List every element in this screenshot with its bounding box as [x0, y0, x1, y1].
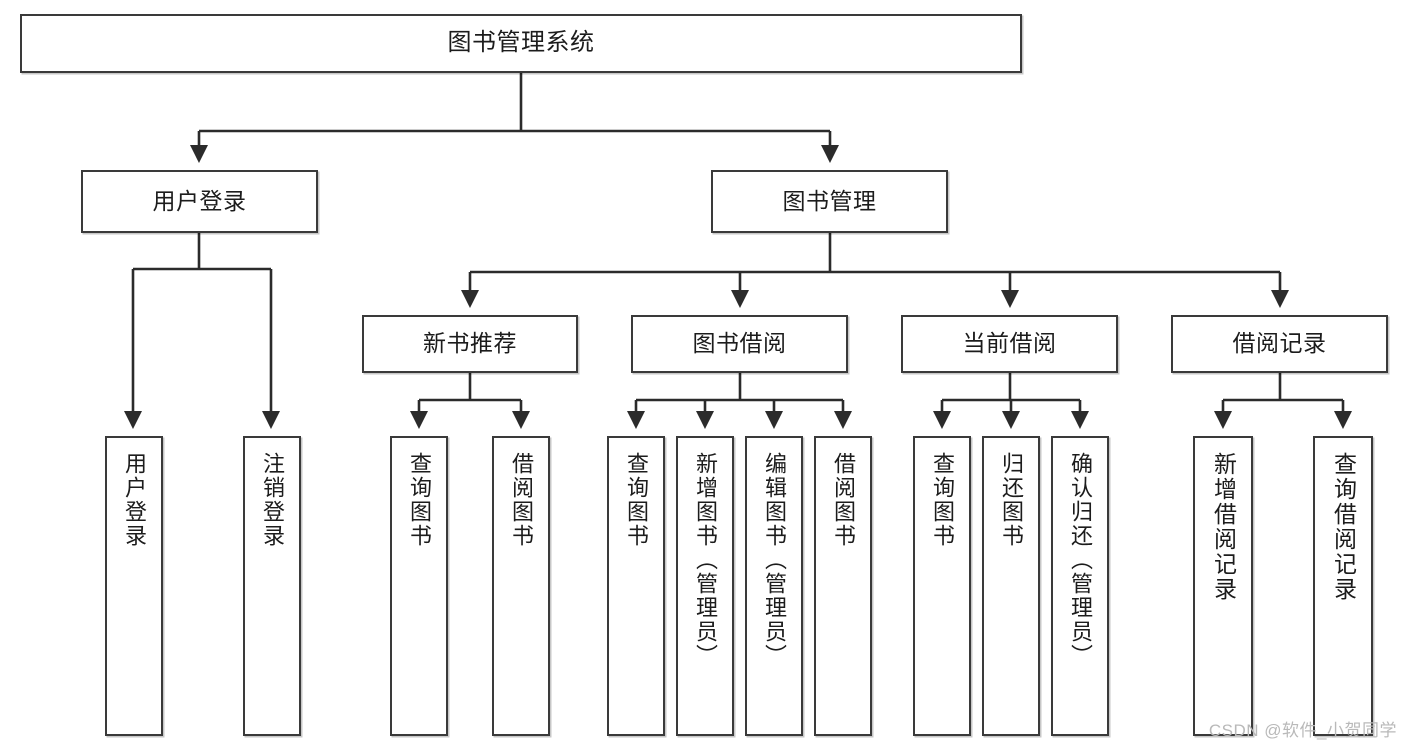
leaf-edit-book[interactable]: 编辑图书（管理员）: [745, 436, 803, 736]
leaf-add-book[interactable]: 新增图书（管理员）: [676, 436, 734, 736]
node-book-borrow[interactable]: 图书借阅: [631, 315, 848, 373]
leaf-borrow-book-2-label: 借阅图书: [831, 452, 856, 548]
node-root-system-label: 图书管理系统: [447, 29, 595, 57]
leaf-query-book-1[interactable]: 查询图书: [390, 436, 448, 736]
leaf-confirm-return-label: 确认归还（管理员）: [1068, 452, 1093, 668]
node-book-borrow-label: 图书借阅: [692, 330, 787, 357]
leaf-borrow-book-2[interactable]: 借阅图书: [814, 436, 872, 736]
node-user-login-label: 用户登录: [152, 187, 247, 214]
leaf-edit-book-label: 编辑图书（管理员）: [762, 452, 787, 668]
leaf-query-book-2-label: 查询图书: [624, 452, 649, 548]
leaf-query-book-1-label: 查询图书: [407, 452, 432, 548]
node-book-manage[interactable]: 图书管理: [711, 170, 948, 233]
leaf-return-book-label: 归还图书: [999, 452, 1024, 548]
leaf-confirm-return[interactable]: 确认归还（管理员）: [1051, 436, 1109, 736]
node-new-book-recommend[interactable]: 新书推荐: [362, 315, 578, 373]
csdn-watermark: CSDN @软件_小贺同学: [1208, 721, 1397, 740]
leaf-logout-login-label: 注销登录: [260, 452, 285, 548]
node-user-login[interactable]: 用户登录: [81, 170, 318, 233]
leaf-query-book-2[interactable]: 查询图书: [607, 436, 665, 736]
node-book-manage-label: 图书管理: [782, 187, 877, 214]
leaf-return-book[interactable]: 归还图书: [982, 436, 1040, 736]
leaf-query-book-3-label: 查询图书: [930, 452, 955, 548]
leaf-add-book-label: 新增图书（管理员）: [693, 452, 718, 668]
leaf-logout-login[interactable]: 注销登录: [243, 436, 301, 736]
node-current-borrow-label: 当前借阅: [962, 330, 1057, 357]
leaf-borrow-book-1[interactable]: 借阅图书: [492, 436, 550, 736]
leaf-query-record-label: 查询借阅记录: [1330, 452, 1357, 602]
leaf-add-record-label: 新增借阅记录: [1210, 452, 1237, 602]
leaf-user-login[interactable]: 用户登录: [105, 436, 163, 736]
node-borrow-record[interactable]: 借阅记录: [1171, 315, 1388, 373]
leaf-borrow-book-1-label: 借阅图书: [509, 452, 534, 548]
leaf-query-book-3[interactable]: 查询图书: [913, 436, 971, 736]
node-root-system[interactable]: 图书管理系统: [20, 14, 1022, 73]
leaf-query-record[interactable]: 查询借阅记录: [1313, 436, 1373, 736]
node-borrow-record-label: 借阅记录: [1232, 330, 1327, 357]
node-new-book-recommend-label: 新书推荐: [423, 330, 517, 357]
node-current-borrow[interactable]: 当前借阅: [901, 315, 1118, 373]
leaf-add-record[interactable]: 新增借阅记录: [1193, 436, 1253, 736]
leaf-user-login-label: 用户登录: [122, 452, 147, 548]
